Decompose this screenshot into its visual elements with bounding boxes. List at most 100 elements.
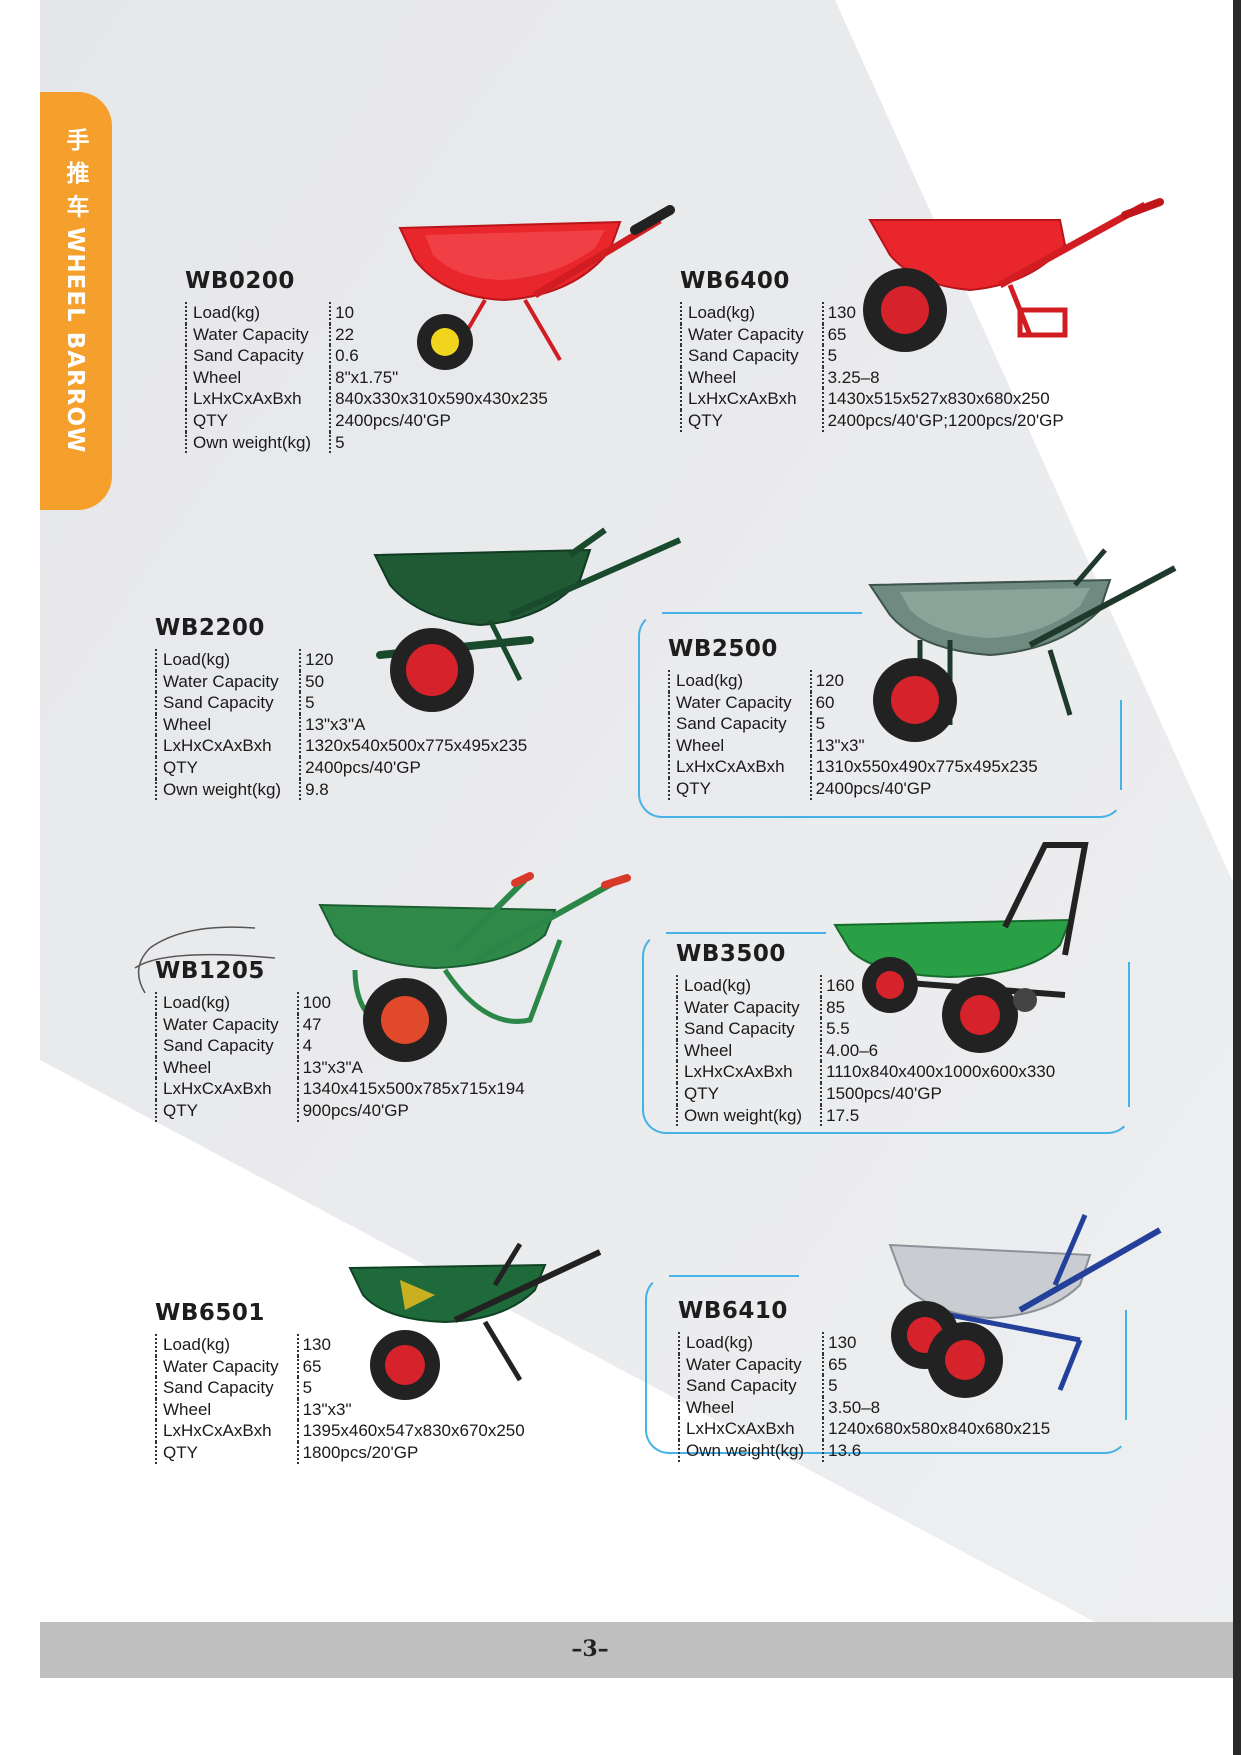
spec-label: LxHxCxAxBxh [155, 1078, 297, 1100]
frame-accent-right [1125, 1310, 1127, 1420]
spec-value: 1310x550x490x775x495x235 [809, 756, 1038, 778]
spec-label: Water Capacity [678, 1353, 822, 1376]
spec-label: Wheel [155, 1056, 297, 1079]
spec-label: Load(kg) [676, 975, 820, 997]
spec-value: 3.50–8 [822, 1396, 1050, 1419]
spec-value: 1110x840x400x1000x600x330 [820, 1061, 1055, 1083]
spec-label: Sand Capacity [676, 1018, 820, 1040]
product-model: WB6400 [680, 268, 790, 294]
hand-drawn-circle-mark [134, 926, 276, 994]
spec-value: 1340x415x500x785x715x194 [296, 1078, 525, 1100]
spec-value: 1320x540x500x775x495x235 [299, 735, 527, 757]
spec-value: 2400pcs/40'GP;1200pcs/20'GP [821, 409, 1064, 432]
spec-value: 2400pcs/40'GP [299, 756, 527, 779]
spec-value: 13"x3"A [296, 1056, 525, 1079]
spec-value: 1430x515x527x830x680x250 [821, 388, 1064, 410]
spec-label: LxHxCxAxBxh [676, 1061, 820, 1083]
spec-label: Water Capacity [155, 1355, 297, 1378]
spec-label: Water Capacity [676, 996, 820, 1019]
spec-label: LxHxCxAxBxh [680, 388, 822, 410]
spec-value: 3.25–8 [821, 366, 1064, 389]
spec-value: 1395x460x547x830x670x250 [296, 1420, 525, 1442]
spec-value: 8"x1.75" [329, 366, 548, 389]
product-frame [645, 1275, 1129, 1454]
spec-value: 4.00–6 [820, 1039, 1055, 1062]
side-category-label: 手 推 车 WHEEL BARROW [62, 128, 88, 454]
spec-label: QTY [680, 409, 822, 432]
spec-label: Sand Capacity [185, 345, 329, 367]
spec-label: Load(kg) [668, 670, 810, 692]
spec-label: Sand Capacity [680, 345, 822, 367]
spec-label: Sand Capacity [668, 713, 810, 735]
green-wheelbarrow-icon [318, 872, 631, 1062]
spec-label: Water Capacity [155, 1013, 297, 1036]
spec-value: 22 [329, 323, 548, 346]
spec-label: Load(kg) [155, 649, 299, 671]
spec-label: Water Capacity [155, 670, 299, 693]
spec-label: Own weight(kg) [676, 1104, 820, 1127]
product-model: WB6410 [678, 1298, 788, 1324]
spec-value: 2400pcs/40'GP [329, 409, 548, 432]
frame-accent-top [662, 612, 862, 614]
spec-value: 60 [809, 691, 1038, 714]
spec-label: QTY [155, 1441, 297, 1464]
spec-label: Wheel [678, 1396, 822, 1419]
frame-accent-right [1120, 700, 1122, 790]
spec-value: 9.8 [299, 778, 527, 801]
spec-value: 5 [821, 345, 1064, 367]
spec-label: QTY [185, 409, 329, 432]
red-wheelbarrow-icon [398, 205, 675, 370]
spec-label: Water Capacity [680, 323, 822, 346]
side-category-tab [40, 92, 112, 510]
spec-label: Wheel [680, 366, 822, 389]
spec-label: QTY [155, 1099, 297, 1122]
spec-label: Own weight(kg) [155, 778, 299, 801]
spec-value: 65 [822, 1353, 1050, 1376]
spec-label: Load(kg) [680, 302, 822, 324]
spec-label: QTY [668, 777, 810, 800]
spec-value: 47 [296, 1013, 525, 1036]
spec-label: Own weight(kg) [678, 1439, 822, 1462]
red-wheelbarrow-icon [863, 198, 1164, 352]
product-model: WB0200 [185, 268, 295, 294]
spec-value: 13.6 [822, 1439, 1050, 1462]
spec-value: 5 [809, 713, 1038, 735]
spec-label: Load(kg) [678, 1332, 822, 1354]
spec-value: 120 [299, 649, 527, 671]
spec-value: 2400pcs/40'GP [809, 777, 1038, 800]
spec-value: 900pcs/40'GP [296, 1099, 525, 1122]
spec-label: Water Capacity [668, 691, 810, 714]
product-model: WB2500 [668, 636, 778, 662]
spec-value: 13"x3"A [299, 713, 527, 736]
spec-value: 65 [296, 1355, 525, 1378]
spec-value: 5.5 [820, 1018, 1055, 1040]
dark-green-wheelbarrow-icon [373, 527, 682, 712]
spec-label: Wheel [668, 734, 810, 757]
spec-value: 0.6 [329, 345, 548, 367]
spec-label: LxHxCxAxBxh [678, 1418, 822, 1440]
silver-two-wheel-barrow-icon [888, 1214, 1162, 1398]
product-model: WB6501 [155, 1300, 265, 1326]
spec-label: Wheel [155, 713, 299, 736]
product-model: WB1205 [155, 958, 265, 984]
spec-value: 85 [820, 996, 1055, 1019]
frame-accent-right [1128, 962, 1130, 1107]
dark-green-wheelbarrow-icon [348, 1242, 602, 1400]
spec-label: LxHxCxAxBxh [668, 756, 810, 778]
spec-value: 65 [821, 323, 1064, 346]
spec-label: Load(kg) [155, 1334, 297, 1356]
spec-label: Sand Capacity [678, 1375, 822, 1397]
spec-label: QTY [155, 756, 299, 779]
spec-label: Wheel [185, 366, 329, 389]
